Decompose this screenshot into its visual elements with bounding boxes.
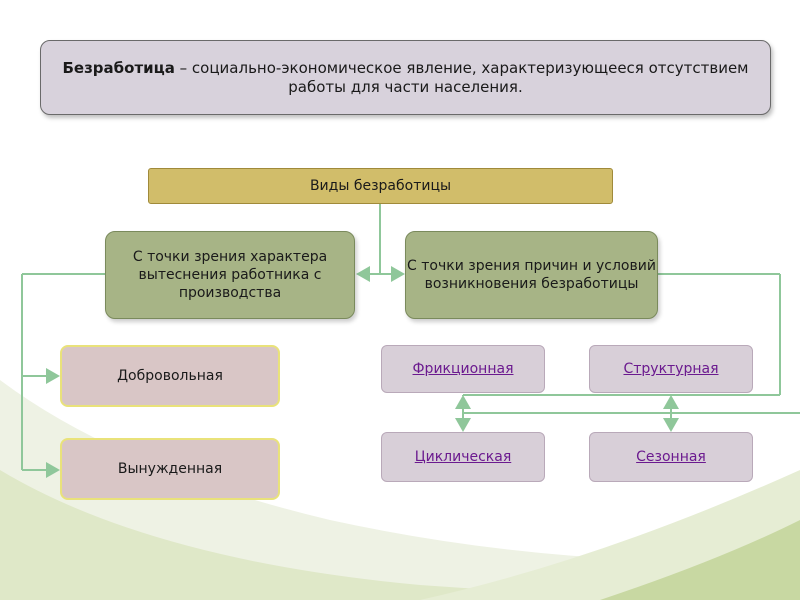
by-character-label: С точки зрения характера вытеснения рабо… <box>132 249 328 301</box>
seasonal-link[interactable]: Сезонная <box>636 449 706 465</box>
definition-text: Безработица – социально-экономическое яв… <box>61 59 750 97</box>
cyclical-node[interactable]: Циклическая <box>381 432 545 482</box>
definition-box: Безработица – социально-экономическое яв… <box>40 40 771 115</box>
seasonal-node[interactable]: Сезонная <box>589 432 753 482</box>
by-character-category: С точки зрения характера вытеснения рабо… <box>105 231 355 319</box>
frictional-node[interactable]: Фрикционная <box>381 345 545 393</box>
voluntary-label: Добровольная <box>117 368 223 384</box>
structural-node[interactable]: Структурная <box>589 345 753 393</box>
definition-body: – социально-экономическое явление, харак… <box>174 58 749 96</box>
by-causes-category: С точки зрения причин и условий возникно… <box>405 231 658 319</box>
structural-link[interactable]: Структурная <box>623 361 719 377</box>
forced-node: Вынужденная <box>60 438 280 500</box>
types-title-label: Виды безработицы <box>309 178 452 194</box>
frictional-link[interactable]: Фрикционная <box>412 361 514 377</box>
by-causes-label: С точки зрения причин и условий возникно… <box>407 258 656 292</box>
voluntary-node: Добровольная <box>60 345 280 407</box>
definition-term: Безработица <box>62 58 175 77</box>
forced-label: Вынужденная <box>117 461 223 477</box>
unemployment-types-title: Виды безработицы <box>148 168 613 204</box>
cyclical-link[interactable]: Циклическая <box>414 449 512 465</box>
